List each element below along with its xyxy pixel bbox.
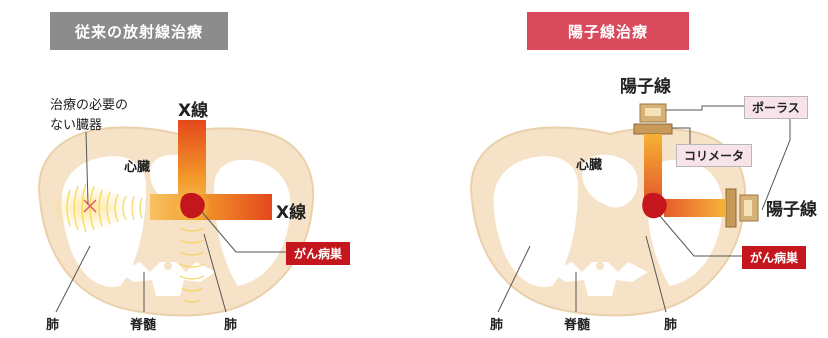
- proton-horizontal-beam: [664, 199, 726, 217]
- right-lung-label-2: 肺: [664, 318, 678, 333]
- right-panel-title: 陽子線治療: [527, 12, 689, 50]
- note-line-1: 治療の必要の: [50, 98, 129, 113]
- left-tumor: [180, 192, 205, 219]
- proton-vertical-beam: [644, 134, 662, 200]
- right-body-section: [470, 126, 747, 317]
- left-cancer-tag: がん病巣: [286, 242, 351, 265]
- r-heart-shape: [582, 154, 638, 208]
- right-lung-shape: [214, 159, 291, 286]
- left-heart-label: 心臓: [124, 160, 151, 175]
- proton-right-label: 陽子線: [766, 200, 817, 220]
- left-leader-lines: [55, 131, 286, 313]
- right-lung-label-1: 肺: [490, 318, 504, 333]
- left-lung-label-1: 肺: [46, 318, 60, 333]
- organ-x-marker: [83, 199, 97, 213]
- top-collimator: [633, 123, 673, 135]
- left-spine-label: 脊髄: [130, 318, 157, 333]
- vertebra-shape: [118, 262, 216, 296]
- right-cancer-tag: がん病巣: [742, 246, 807, 269]
- left-beam-group: [50, 120, 272, 303]
- right-collimator: [725, 188, 737, 228]
- left-lung-label-2: 肺: [224, 318, 238, 333]
- proton-top-label: 陽子線: [620, 77, 671, 97]
- xray-right-label: X線: [276, 203, 307, 223]
- porous-label: ポーラス: [744, 96, 808, 119]
- xray-horizontal-beam: [150, 194, 272, 220]
- r-left-lung-shape: [493, 156, 578, 287]
- left-panel-title: 従来の放射線治療: [50, 12, 228, 50]
- right-heart-label: 心臓: [576, 158, 603, 173]
- r-vertebra-shape: [550, 262, 648, 296]
- right-beam-group: [633, 103, 759, 228]
- r-right-lung-shape: [646, 159, 723, 286]
- right-tumor: [642, 192, 667, 219]
- xray-top-label: X線: [178, 101, 209, 121]
- collimator-label: コリメータ: [676, 144, 753, 167]
- note-line-2: ない臓器: [50, 118, 103, 133]
- right-spine-label: 脊髄: [564, 318, 591, 333]
